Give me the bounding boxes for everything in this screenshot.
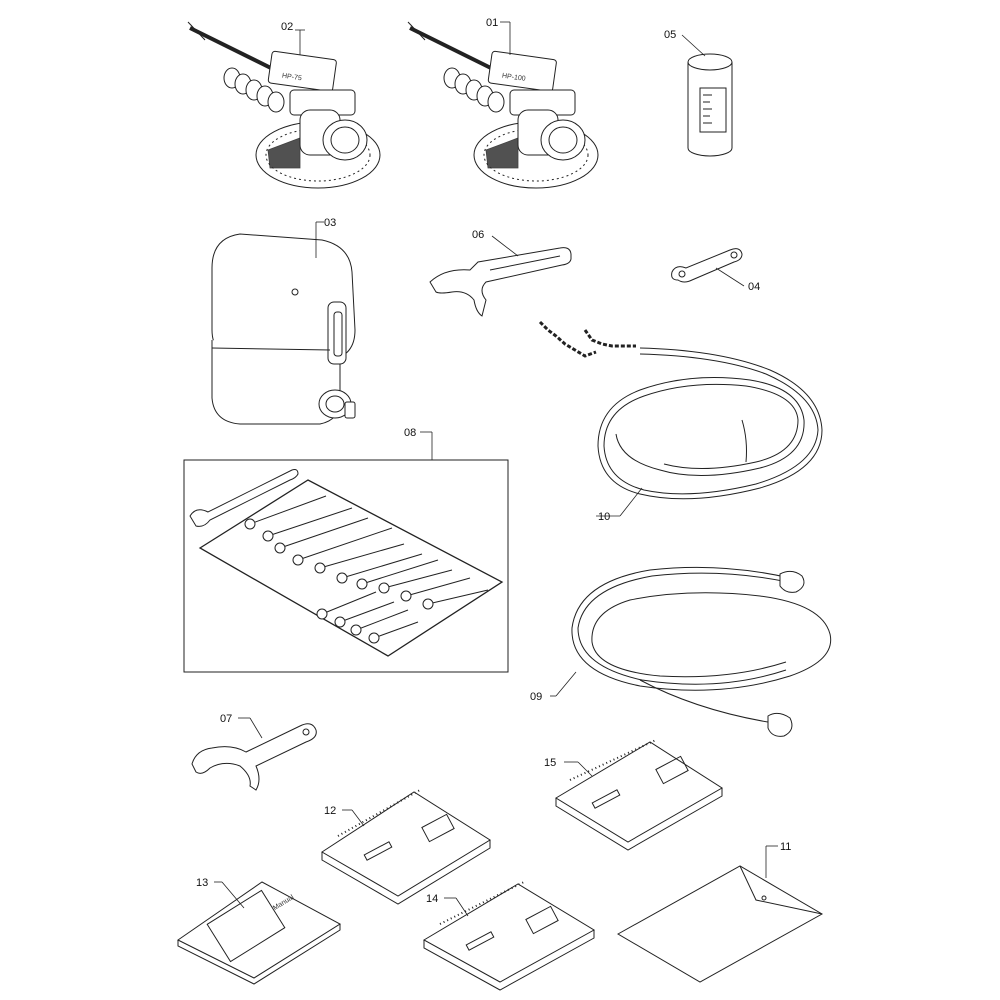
callout-02: 02 [281, 21, 293, 33]
part-14-notebook [422, 881, 595, 991]
svg-text:HP-100: HP-100 [501, 73, 526, 83]
callout-11: 11 [780, 841, 791, 853]
part-03-tank [211, 233, 356, 425]
part-09-wire-rope [571, 566, 832, 737]
svg-text:HP-75: HP-75 [281, 73, 302, 83]
callout-06: 06 [472, 229, 484, 241]
part-07-spanner [191, 723, 317, 791]
leader-06 [491, 235, 519, 257]
callout-09: 09 [530, 691, 542, 703]
callout-13: 13 [196, 877, 208, 889]
callout-15: 15 [544, 757, 556, 769]
leader-04 [715, 267, 745, 287]
callout-04: 04 [748, 281, 760, 293]
part-01-spray-cannon: HP-100 [407, 21, 599, 189]
part-13-manual: Manual [177, 881, 341, 985]
part-10-chain-cable [538, 320, 823, 500]
part-05-canister [687, 53, 733, 157]
callout-05: 05 [664, 29, 676, 41]
part-11-envelope [616, 865, 824, 983]
callout-10: 10 [598, 511, 610, 523]
callout-14: 14 [426, 893, 438, 905]
leader-05 [681, 34, 706, 57]
part-08-tool-kit [183, 459, 509, 673]
part-15-notebook [555, 739, 723, 851]
part-12-notebook [321, 789, 491, 905]
part-06-spanner-wrench [429, 247, 572, 317]
callout-01: 01 [486, 17, 498, 29]
callout-12: 12 [324, 805, 336, 817]
part-02-spray-cannon: HP-75 [187, 21, 381, 189]
part-04-small-wrench [671, 248, 743, 283]
callout-08: 08 [404, 427, 416, 439]
wrench-set [244, 495, 489, 644]
callout-07: 07 [220, 713, 232, 725]
callout-03: 03 [324, 217, 336, 229]
